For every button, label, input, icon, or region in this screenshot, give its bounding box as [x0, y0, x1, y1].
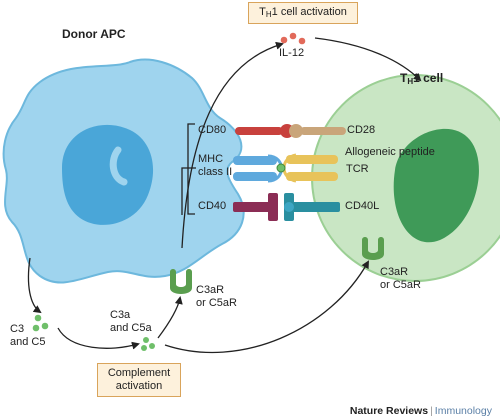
apc-nucleus [62, 124, 154, 225]
arrow-apc-to-il12 [181, 41, 284, 249]
il12-dots [280, 32, 306, 45]
c3-c5-dots [32, 314, 49, 332]
c3ar-receptor-apc [170, 269, 192, 294]
th1-nucleus [393, 128, 479, 243]
arrow-c3a-to-c3ar-th1 [164, 260, 369, 354]
th1-cell [311, 74, 500, 282]
th1-activation-box: TH1 cell activation [248, 2, 358, 24]
journal-label: Immunology [434, 405, 492, 417]
cd80-cd28-pair [235, 124, 346, 138]
c3ar-apc-label-line1: C3aR [196, 284, 225, 296]
cd28-label: CD28 [347, 124, 376, 136]
arrow-c3-to-c3a [57, 327, 140, 350]
arrow-il12-to-th1 [314, 37, 422, 82]
il12-label: IL-12 [279, 47, 305, 59]
footer-separator: | [430, 405, 433, 417]
tcr-label: TCR [346, 163, 369, 175]
publisher-label: Nature Reviews [349, 405, 429, 417]
c3a-c5a-label-line1: C3a [110, 309, 131, 321]
allogeneic-peptide-label: Allogeneic peptide [345, 146, 435, 158]
complement-line1: Complement [107, 367, 171, 379]
c3ar-receptor-th1 [362, 237, 384, 260]
arrow-c3a-to-c3ar-apc [157, 296, 183, 339]
source-footer: Nature Reviews|Immunology [350, 405, 492, 417]
arrow-cd40-to-mhc [181, 167, 196, 215]
complement-line2: activation [115, 380, 163, 392]
th1-cell-label: TH1 cell [400, 71, 444, 87]
arrow-apc-to-c3 [27, 257, 42, 314]
donor-apc-label: Donor APC [62, 27, 126, 41]
c3ar-apc-label-line2: or C5aR [196, 297, 237, 309]
c3ar-th1-label-line2: or C5aR [380, 279, 421, 291]
mhc-label-line1: MHC [198, 153, 224, 165]
receptor-bracket [187, 123, 195, 215]
c3a-c5a-label-line2: and C5a [110, 322, 152, 334]
c3a-c5a-dots [141, 337, 155, 351]
c3ar-th1-label-line1: C3aR [380, 266, 409, 278]
allogeneic-peptide-dot [276, 163, 286, 173]
cd40-cd40l-pair [233, 193, 340, 221]
mhc-label-line2: class II [198, 166, 233, 178]
cd40l-label: CD40L [345, 200, 380, 212]
c3-c5-label-line1: C3 [10, 323, 25, 335]
cd40-label: CD40 [198, 200, 227, 212]
c3-c5-label-line2: and C5 [10, 336, 46, 348]
mhc-tcr-complex [233, 153, 338, 183]
cd80-label: CD80 [198, 124, 227, 136]
complement-activation-box: Complement activation [97, 363, 181, 397]
